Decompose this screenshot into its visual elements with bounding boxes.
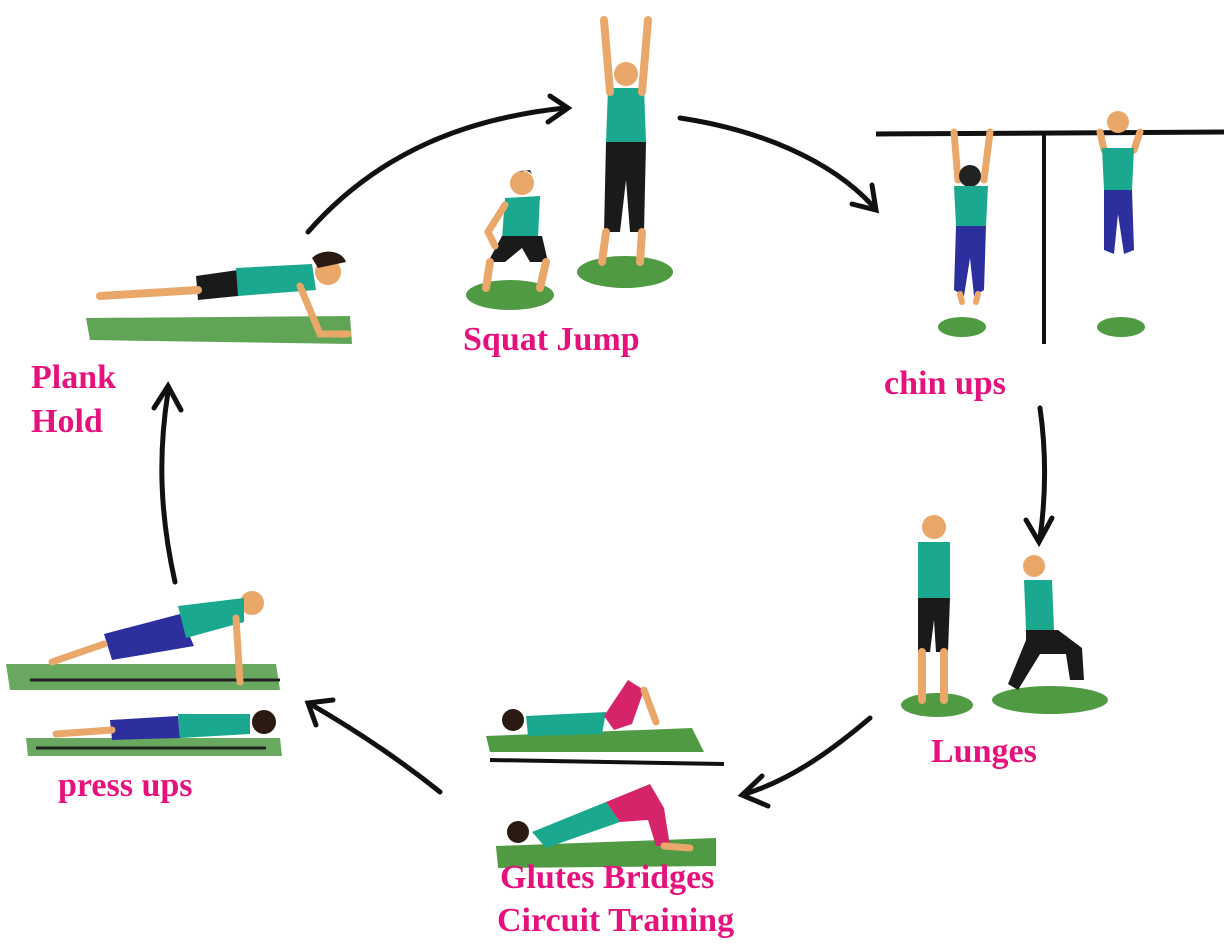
- arrow-chin-to-lunges: [1040, 408, 1045, 538]
- label-squat-jump: Squat Jump: [463, 318, 640, 362]
- press-ups-illustration: [6, 591, 282, 756]
- label-plank-hold: Plank Hold: [31, 356, 116, 444]
- chin-ups-illustration: [876, 111, 1224, 344]
- label-plank-line2: Hold: [31, 400, 116, 444]
- plank-hold-illustration: [86, 252, 352, 344]
- label-press-ups: press ups: [58, 764, 193, 808]
- arrow-glutes-to-press: [312, 705, 440, 792]
- label-glutes-bridges: Glutes Bridges: [500, 856, 714, 900]
- lunges-illustration: [901, 515, 1108, 717]
- glutes-bridges-illustration: [486, 680, 724, 868]
- label-lunges: Lunges: [931, 730, 1037, 774]
- diagram-title: Circuit Training: [497, 899, 734, 943]
- label-chin-ups: chin ups: [884, 362, 1006, 406]
- arrow-lunges-to-glutes: [745, 718, 870, 794]
- arrow-press-to-plank: [162, 392, 175, 582]
- arrow-squat-to-chin: [680, 118, 872, 205]
- label-plank-line1: Plank: [31, 356, 116, 400]
- squat-jump-illustration: [466, 20, 673, 310]
